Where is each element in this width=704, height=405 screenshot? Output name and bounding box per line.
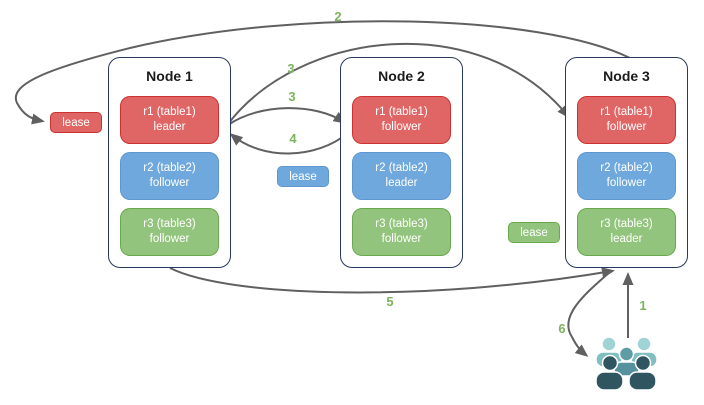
step-label-3-lower: 3	[288, 89, 296, 104]
replica-label: r1 (table1)	[143, 106, 196, 119]
replica-role: follower	[606, 177, 647, 189]
replica-label: r2 (table2)	[143, 162, 196, 175]
node-2-replica-r3: r3 (table3) follower	[352, 208, 451, 256]
replica-label: r1 (table1)	[375, 106, 428, 119]
replica-role: follower	[149, 233, 190, 245]
step-label-4: 4	[289, 131, 297, 146]
lease-badge-blue: lease	[277, 166, 329, 187]
replica-label: r2 (table2)	[600, 162, 653, 175]
node-3-replica-r1: r1 (table1) follower	[577, 96, 676, 144]
node-2: Node 2 r1 (table1) follower r2 (table2) …	[340, 57, 463, 268]
node-3-replica-r2: r2 (table2) follower	[577, 152, 676, 200]
node-3-title: Node 3	[603, 68, 650, 84]
step-label-6: 6	[558, 321, 566, 336]
node-2-replica-r2: r2 (table2) leader	[352, 152, 451, 200]
node-1-replica-r1: r1 (table1) leader	[120, 96, 219, 144]
arrow-5-node1-to-node3	[169, 267, 615, 294]
replica-role: follower	[381, 233, 422, 245]
replica-label: r2 (table2)	[375, 162, 428, 175]
replica-role: leader	[153, 121, 186, 133]
arrow-3-node1r1-to-node2r1	[227, 107, 347, 126]
replica-role: follower	[381, 121, 422, 133]
lease-badge-red: lease	[50, 112, 102, 133]
node-1-title: Node 1	[146, 68, 193, 84]
step-label-1: 1	[639, 298, 647, 313]
step-label-5: 5	[386, 294, 394, 309]
lease-badge-green: lease	[508, 222, 560, 243]
node-1: Node 1 r1 (table1) leader r2 (table2) fo…	[108, 57, 231, 268]
replica-label: r3 (table3)	[600, 218, 653, 231]
node-2-title: Node 2	[378, 68, 425, 84]
replica-role: leader	[610, 233, 643, 245]
step-label-3-upper: 3	[287, 61, 295, 76]
node-3: Node 3 r1 (table1) follower r2 (table2) …	[565, 57, 688, 268]
replica-label: r1 (table1)	[600, 106, 653, 119]
replica-label: r3 (table3)	[143, 218, 196, 231]
node-1-replica-r2: r2 (table2) follower	[120, 152, 219, 200]
node-2-replica-r1: r1 (table1) follower	[352, 96, 451, 144]
node-1-replica-r3: r3 (table3) follower	[120, 208, 219, 256]
replica-role: follower	[149, 177, 190, 189]
node-3-replica-r3: r3 (table3) leader	[577, 208, 676, 256]
users-icon	[595, 336, 658, 391]
replica-role: follower	[606, 121, 647, 133]
replica-role: leader	[385, 177, 418, 189]
replica-label: r3 (table3)	[375, 218, 428, 231]
step-label-2: 2	[334, 9, 342, 24]
